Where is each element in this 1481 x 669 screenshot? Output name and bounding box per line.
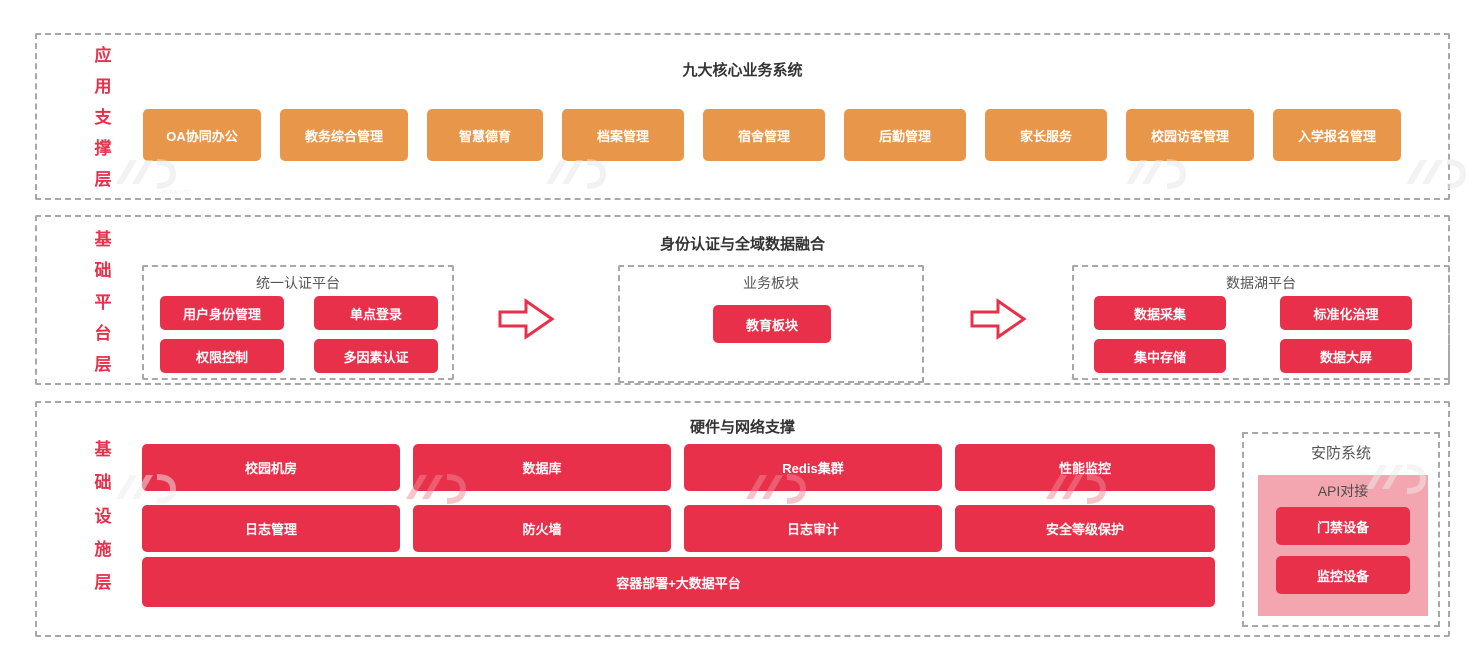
flow-arrow-right: [968, 296, 1028, 342]
layer-base-platform: 基 础 平 台 层 身份认证与全域数据融合: [35, 215, 1450, 385]
infra-chip-log-management[interactable]: 日志管理: [142, 505, 400, 552]
panel-title-data-lake-platform: 数据湖平台: [1226, 275, 1296, 291]
panel-title-security-system: 安防系统: [1310, 445, 1371, 462]
side-label-char: 础: [94, 261, 112, 281]
side-label-char: 层: [94, 170, 112, 189]
infra-chip-campus-datacenter[interactable]: 校园机房: [142, 444, 400, 491]
layer-side-label-base-platform: 基 础 平 台 层: [81, 231, 125, 373]
app-chip-visitor[interactable]: 校园访客管理: [1126, 109, 1254, 161]
lake-chip-central-storage[interactable]: 集中存储: [1094, 339, 1226, 373]
side-label-char: 施: [94, 539, 112, 559]
layer-title-base-platform: 身份认证与全域数据融合: [659, 236, 825, 253]
layer-title-infrastructure: 硬件与网络支撑: [689, 419, 795, 436]
layer-application-support: 应 用 支 撑 层 九大核心业务系统 OA协同办公 教务综合管理 智慧德育 档案…: [35, 33, 1450, 200]
api-integration-title: API对接: [1317, 483, 1369, 499]
side-label-char: 基: [94, 230, 112, 249]
app-chip-parent-service[interactable]: 家长服务: [985, 109, 1107, 161]
infra-chip-log-audit[interactable]: 日志审计: [684, 505, 942, 552]
infra-chip-redis-cluster[interactable]: Redis集群: [684, 444, 942, 491]
panel-title-business-module: 业务板块: [743, 275, 799, 291]
app-chip-archives[interactable]: 档案管理: [562, 109, 684, 161]
api-integration-box: API对接 门禁设备 监控设备: [1258, 475, 1428, 616]
app-chip-logistics[interactable]: 后勤管理: [844, 109, 966, 161]
auth-chip-mfa[interactable]: 多因素认证: [314, 339, 438, 373]
side-label-char: 础: [94, 473, 112, 493]
side-label-char: 层: [94, 573, 112, 592]
side-label-char: 应: [94, 46, 112, 65]
auth-chip-permission[interactable]: 权限控制: [160, 339, 284, 373]
side-label-char: 平: [94, 292, 112, 312]
infra-chip-firewall[interactable]: 防火墙: [413, 505, 671, 552]
lake-chip-standard-governance[interactable]: 标准化治理: [1280, 296, 1412, 330]
auth-chip-user-identity[interactable]: 用户身份管理: [160, 296, 284, 330]
side-label-char: 设: [94, 506, 112, 526]
layer-side-label-application-support: 应 用 支 撑 层: [81, 47, 125, 188]
side-label-char: 基: [94, 440, 112, 459]
layer-side-label-infrastructure: 基 础 设 施 层: [81, 441, 125, 591]
lake-chip-data-collection[interactable]: 数据采集: [1094, 296, 1226, 330]
panel-unified-auth-platform: 统一认证平台 用户身份管理 单点登录 权限控制 多因素认证: [142, 265, 454, 380]
security-chip-access-control-device[interactable]: 门禁设备: [1276, 507, 1410, 545]
layer-title-application-support: 九大核心业务系统: [682, 62, 803, 79]
infra-chip-performance-monitor[interactable]: 性能监控: [955, 444, 1215, 491]
side-label-char: 台: [94, 323, 112, 343]
infra-chip-database[interactable]: 数据库: [413, 444, 671, 491]
flow-arrow-left: [496, 296, 556, 342]
app-chip-oa[interactable]: OA协同办公: [143, 109, 261, 161]
panel-business-module: 业务板块 教育板块: [618, 265, 924, 383]
business-chip-education[interactable]: 教育板块: [713, 305, 831, 343]
infra-chip-container-bigdata[interactable]: 容器部署+大数据平台: [142, 557, 1215, 607]
side-label-char: 用: [94, 77, 112, 96]
panel-security-system: 安防系统 API对接 门禁设备 监控设备: [1242, 432, 1440, 627]
side-label-char: 撑: [94, 139, 112, 158]
panel-data-lake-platform: 数据湖平台 数据采集 标准化治理 集中存储 数据大屏: [1072, 265, 1450, 380]
auth-chip-sso[interactable]: 单点登录: [314, 296, 438, 330]
lake-chip-data-dashboard[interactable]: 数据大屏: [1280, 339, 1412, 373]
app-chip-enrollment[interactable]: 入学报名管理: [1273, 109, 1401, 161]
side-label-char: 支: [94, 108, 112, 127]
security-chip-surveillance-device[interactable]: 监控设备: [1276, 556, 1410, 594]
infra-chip-security-level-protection[interactable]: 安全等级保护: [955, 505, 1215, 552]
app-chip-moral-education[interactable]: 智慧德育: [427, 109, 543, 161]
side-label-char: 层: [94, 355, 112, 374]
app-chip-dormitory[interactable]: 宿舍管理: [703, 109, 825, 161]
panel-title-unified-auth-platform: 统一认证平台: [256, 275, 340, 291]
layer-infrastructure: 基 础 设 施 层 硬件与网络支撑: [35, 401, 1450, 637]
app-chip-academic[interactable]: 教务综合管理: [280, 109, 408, 161]
